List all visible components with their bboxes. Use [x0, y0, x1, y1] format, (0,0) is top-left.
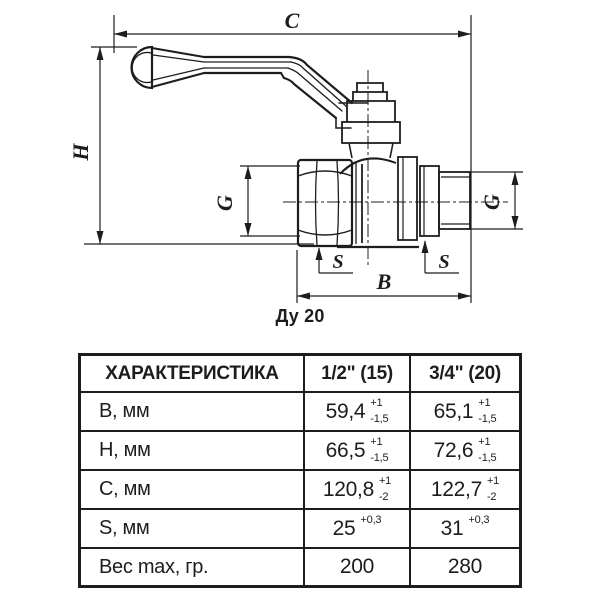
dim-label-g-right: G [479, 194, 504, 210]
dimension-b [296, 250, 471, 303]
dimension-c [113, 15, 472, 303]
tolerance-plus: +1 [378, 475, 392, 487]
value: 31 [440, 516, 464, 540]
value: 122,7 [430, 477, 482, 501]
hex-nut-group [296, 158, 363, 248]
row-weight-value-2: 280 [411, 549, 519, 585]
value: 200 [339, 555, 375, 578]
male-thread-group [419, 165, 471, 237]
spec-table: ХАРАКТЕРИСТИКА 1/2" (15) 3/4" (20) B, мм… [78, 353, 522, 588]
value: 25 [332, 516, 356, 540]
tolerance-stack: +0,3 [360, 515, 381, 542]
value: 72,6 [433, 438, 474, 462]
dim-label-g-left: G [212, 195, 237, 211]
table-header-size-1: 1/2" (15) [305, 356, 411, 393]
row-h-label: H, мм [81, 432, 305, 471]
row-b-value-1: 59,4 +1 -1,5 [305, 393, 411, 432]
row-h-value-2: 72,6 +1 -1,5 [411, 432, 519, 471]
dim-label-h: H [68, 143, 93, 162]
body-group [337, 156, 419, 249]
row-weight-value-1: 200 [305, 549, 411, 585]
row-b-value-2: 65,1 +1 -1,5 [411, 393, 519, 432]
dim-label-s-left: S [332, 251, 343, 273]
tolerance-minus: -1,5 [478, 452, 497, 464]
tolerance-plus: +1 [478, 397, 491, 409]
tolerance-minus: -2 [486, 491, 497, 503]
valve-technical-drawing: C H G G B S [68, 8, 523, 303]
value: 120,8 [322, 477, 374, 501]
value: 66,5 [325, 438, 366, 462]
drawing-caption: Ду 20 [275, 306, 325, 326]
tolerance-plus: +1 [370, 397, 383, 409]
tolerance-stack: +1 -1,5 [478, 437, 496, 464]
value: 65,1 [433, 399, 474, 423]
tolerance-minus: -1,5 [370, 452, 389, 464]
row-c-label: C, мм [81, 471, 305, 510]
row-c-value-2: 122,7 +1 -2 [411, 471, 519, 510]
tolerance-minus: -1,5 [478, 413, 497, 425]
tolerance-stack: +1 -2 [379, 476, 391, 503]
tolerance-plus: +0,3 [468, 514, 490, 526]
row-s-value-1: 25 +0,3 [305, 510, 411, 549]
tolerance-stack: +1 -1,5 [478, 398, 496, 425]
table-header-characteristic: ХАРАКТЕРИСТИКА [81, 356, 305, 393]
row-s-label: S, мм [81, 510, 305, 549]
tolerance-plus: +1 [370, 436, 383, 448]
dim-label-b: B [376, 269, 392, 294]
dimension-s-left [315, 247, 353, 274]
dimension-s-right [421, 240, 459, 274]
tolerance-plus: +1 [486, 475, 500, 487]
row-s-value-2: 31 +0,3 [411, 510, 519, 549]
row-weight-label: Вес max, гр. [81, 549, 305, 585]
stem-group [341, 82, 401, 159]
row-h-value-1: 66,5 +1 -1,5 [305, 432, 411, 471]
row-b-label: B, мм [81, 393, 305, 432]
table-header-size-2: 3/4" (20) [411, 356, 519, 393]
tolerance-minus: -1,5 [370, 413, 389, 425]
dim-label-s-right: S [438, 251, 449, 273]
handle-group [130, 45, 369, 129]
dimension-g-left [240, 165, 300, 237]
dim-label-c: C [285, 8, 300, 33]
row-c-value-1: 120,8 +1 -2 [305, 471, 411, 510]
tolerance-stack: +1 -1,5 [370, 437, 388, 464]
tolerance-plus: +1 [478, 436, 491, 448]
tolerance-stack: +1 -2 [487, 476, 499, 503]
tolerance-minus: -2 [378, 491, 389, 503]
tolerance-plus: +0,3 [360, 514, 382, 526]
dimension-g-right [467, 171, 523, 230]
value: 280 [447, 555, 483, 578]
value: 59,4 [325, 399, 366, 423]
dimension-h [84, 46, 314, 245]
tolerance-stack: +0,3 [468, 515, 489, 542]
tolerance-stack: +1 -1,5 [370, 398, 388, 425]
